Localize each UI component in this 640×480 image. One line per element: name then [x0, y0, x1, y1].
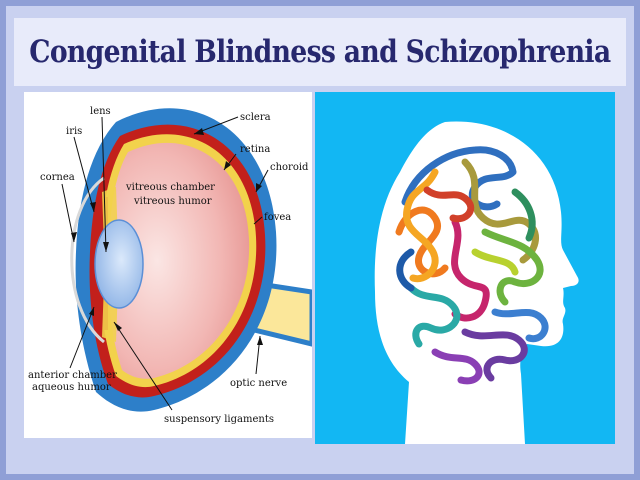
- iris-upper: [98, 197, 108, 243]
- label-lens: lens: [90, 106, 111, 117]
- label-suspensory-ligaments: suspensory ligaments: [164, 414, 274, 425]
- label-optic-nerve: optic nerve: [230, 378, 287, 389]
- iris-lower: [98, 284, 108, 330]
- head-brain-panel: [315, 92, 615, 444]
- label-choroid: choroid: [270, 162, 309, 173]
- title-bar: Congenital Blindness and Schizophrenia: [14, 18, 626, 86]
- head-silhouette-icon: [374, 121, 579, 444]
- label-vitreous-chamber: vitreous chamber: [125, 182, 215, 193]
- label-anterior-chamber: anterior chamber: [28, 370, 117, 381]
- label-vitreous-humor: vitreous humor: [133, 196, 212, 207]
- label-aqueous-humor: aqueous humor: [32, 382, 111, 393]
- label-retina: retina: [240, 144, 270, 155]
- tangled-brain: [395, 146, 549, 385]
- label-iris: iris: [66, 126, 82, 137]
- cornea: [70, 176, 105, 344]
- eye-diagram-panel: lens iris cornea sclera retina choroid v…: [24, 92, 312, 438]
- lens-shape: [94, 219, 144, 309]
- slide-title: Congenital Blindness and Schizophrenia: [29, 34, 611, 70]
- eye-anatomy-icon: lens iris cornea sclera retina choroid v…: [28, 106, 312, 425]
- vitreous-chamber: [107, 142, 250, 379]
- label-sclera: sclera: [240, 112, 271, 123]
- label-fovea: fovea: [264, 212, 291, 223]
- label-cornea: cornea: [40, 172, 75, 183]
